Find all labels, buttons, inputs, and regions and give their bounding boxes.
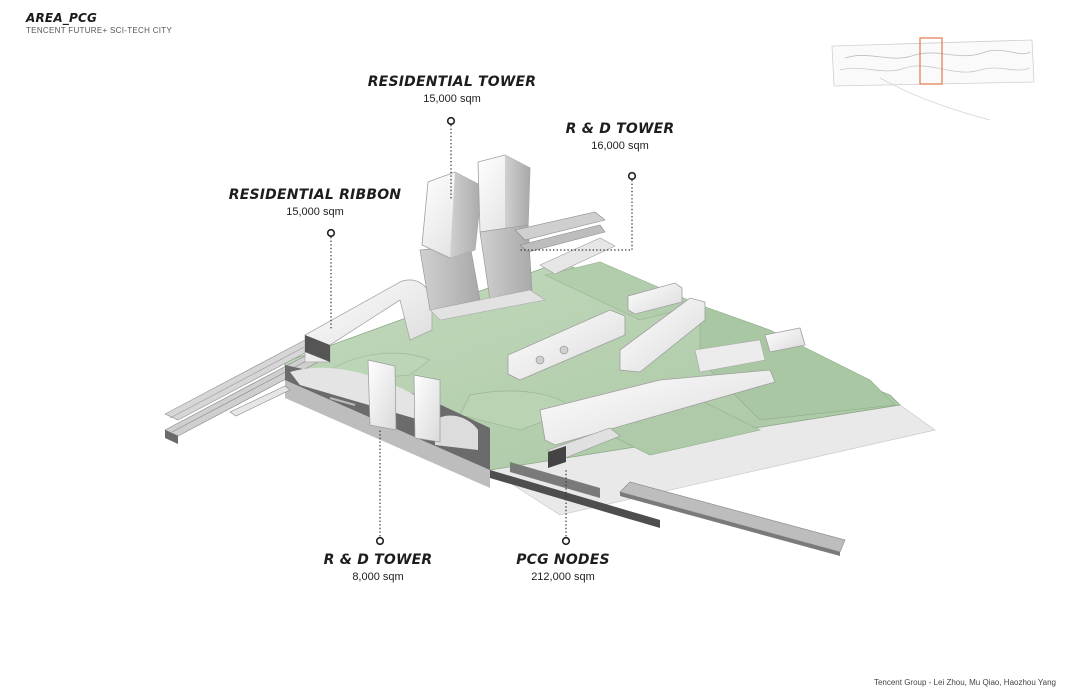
label-name: RESIDENTIAL TOWER [367,74,537,90]
label-rd-tower-lower: R & D TOWER 8,000 sqm [318,552,438,583]
label-area: 8,000 sqm [352,571,404,583]
marker-residential-tower [446,116,456,126]
marker-rd-tower-lower [375,536,385,546]
leader-lines [330,125,633,540]
leader-markers [326,116,637,546]
marker-residential-ribbon [326,228,336,238]
leader-rd-tower-upper [520,180,633,251]
rail-corridor [164,339,319,444]
credit-line: Tencent Group - Lei Zhou, Mu Qiao, Haozh… [873,678,1056,687]
label-area: 212,000 sqm [531,571,595,583]
rd-tower-upper-building [514,211,616,275]
key-plan-locator [831,37,1035,121]
label-name: R & D TOWER [323,552,433,568]
label-area: 16,000 sqm [591,140,649,152]
label-name: R & D TOWER [565,121,675,137]
label-residential-tower: RESIDENTIAL TOWER 15,000 sqm [352,74,552,105]
page-subtitle: TENCENT FUTURE+ SCI-TECH CITY [26,26,173,35]
label-name: PCG NODES [516,552,610,568]
marker-pcg-nodes [561,536,571,546]
label-residential-ribbon: RESIDENTIAL RIBBON 15,000 sqm [225,187,405,218]
marker-rd-tower-upper [627,171,637,181]
rd-tower-lower-building [367,359,441,443]
label-name: RESIDENTIAL RIBBON [228,187,402,203]
residential-tower-building [419,154,546,321]
locator-highlight [919,37,943,85]
road-ramp [619,481,846,556]
label-rd-tower-upper: R & D TOWER 16,000 sqm [560,121,680,152]
central-bars [507,282,806,468]
label-area: 15,000 sqm [286,206,344,218]
label-area: 15,000 sqm [423,93,481,105]
label-pcg-nodes: PCG NODES 212,000 sqm [508,552,618,583]
page-title: AREA_PCG [26,11,98,25]
